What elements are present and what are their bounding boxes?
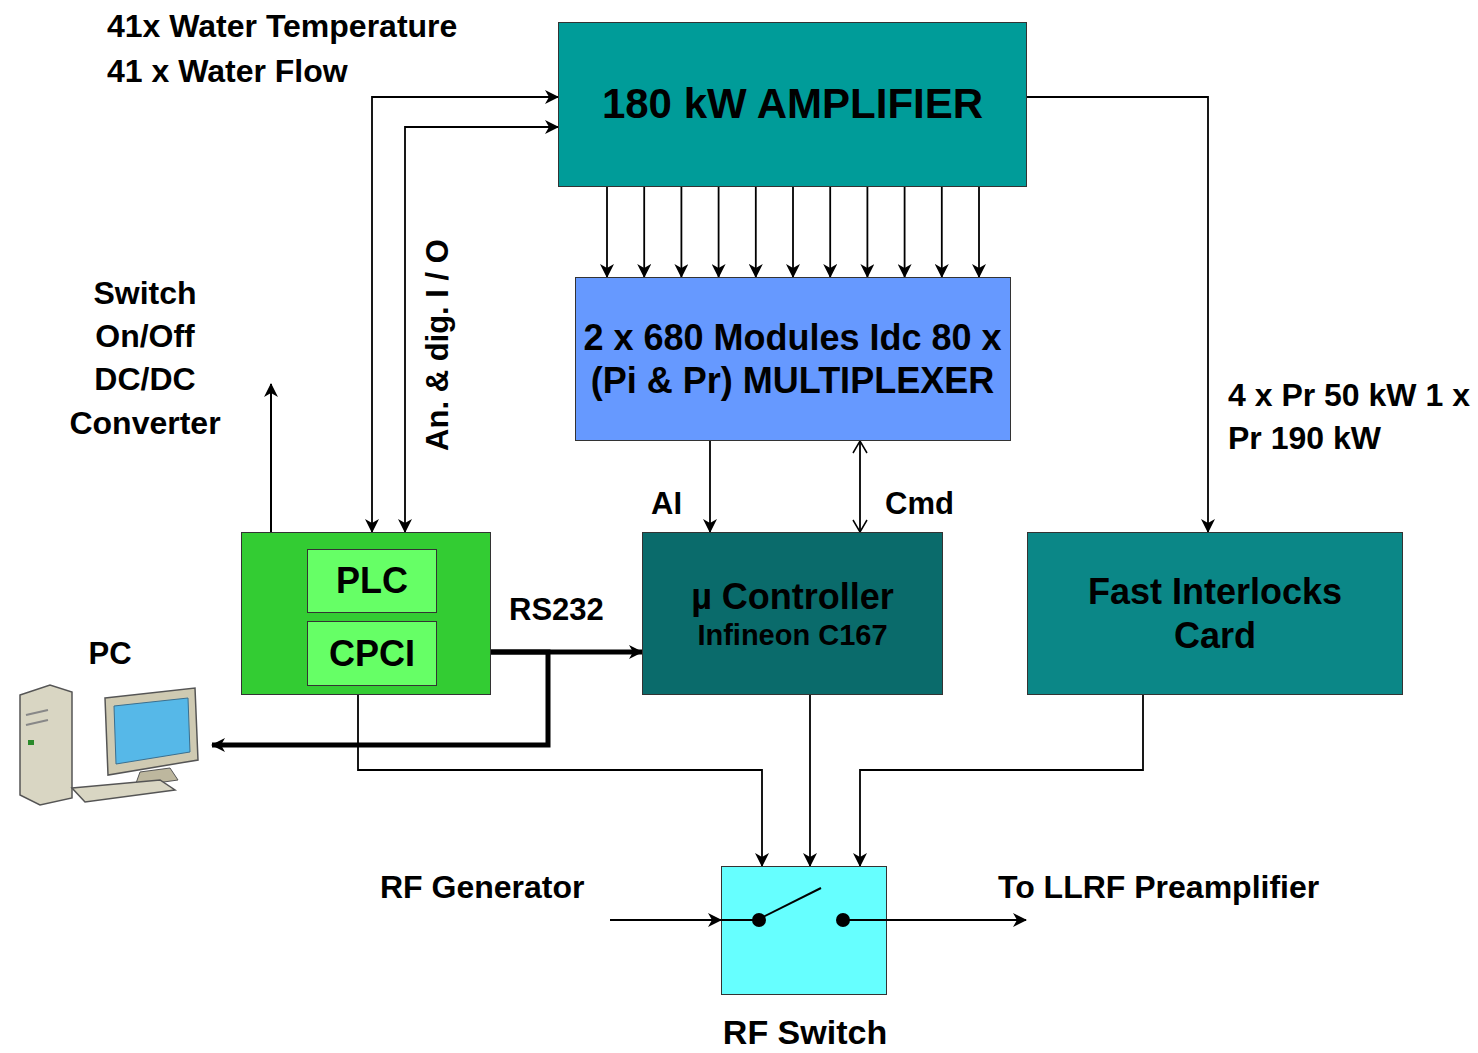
signal-label: 41 x Water Flow (107, 50, 547, 93)
connector (829, 187, 831, 277)
connector (792, 187, 794, 277)
connector (709, 441, 711, 532)
switch-symbol (721, 866, 887, 995)
rf-output-arrow (887, 919, 1026, 921)
controller-chassis: PLC CPCI (241, 532, 491, 695)
rf-input-arrow (610, 919, 721, 921)
signal-label: An. & dig. I / O (417, 215, 457, 475)
note-label: Switch On/Off DC/DC Converter (45, 272, 245, 445)
signal-label: RF Generator (380, 866, 640, 909)
connector (860, 695, 1143, 866)
multiplexer-box: 2 x 680 Modules Idc 80 x (Pi & Pr) MULTI… (575, 277, 1011, 441)
connector (904, 187, 906, 277)
connector (643, 187, 645, 277)
node-title: µ Controller (691, 575, 894, 618)
connector (859, 441, 861, 532)
node-title: 180 kW AMPLIFIER (602, 79, 983, 129)
connector (809, 695, 811, 866)
connector (358, 695, 762, 866)
node-title: PC (88, 635, 131, 672)
connector (606, 187, 608, 277)
power-label: 4 x Pr 50 kW 1 x Pr 190 kW (1228, 374, 1476, 460)
pc-node: PC (10, 635, 210, 805)
node-title: CPCI (329, 632, 415, 675)
interlocks-box: Fast Interlocks Card (1027, 532, 1403, 695)
signal-label: To LLRF Preamplifier (998, 866, 1398, 909)
edge-label: AI (648, 486, 685, 522)
connector (867, 187, 869, 277)
node-title: RF Switch (672, 1012, 938, 1053)
signal-label: 41x Water Temperature (107, 5, 547, 48)
microcontroller-box: µ ControllerInfineon C167 (642, 532, 943, 695)
cpci-box: CPCI (307, 621, 437, 686)
rf-switch-box: RF Switch (721, 866, 887, 995)
connector (1027, 97, 1208, 532)
node-title: Fast Interlocks Card (1050, 570, 1380, 656)
connector (755, 187, 757, 277)
node-subtitle: Infineon C167 (697, 618, 887, 653)
connector (941, 187, 943, 277)
plc-box: PLC (307, 549, 437, 613)
node-title: PLC (336, 559, 408, 602)
edge-label: Cmd (882, 486, 957, 522)
node-title: 2 x 680 Modules Idc 80 x (Pi & Pr) MULTI… (583, 316, 1003, 402)
amplifier-box: 180 kW AMPLIFIER (558, 22, 1027, 187)
connector (978, 187, 980, 277)
connector (405, 127, 558, 532)
connector (372, 97, 558, 532)
dcdc-arrow (270, 384, 272, 532)
pc-icon (10, 680, 210, 810)
edge-label: RS232 (506, 592, 607, 628)
connector (718, 187, 720, 277)
connector (681, 187, 683, 277)
